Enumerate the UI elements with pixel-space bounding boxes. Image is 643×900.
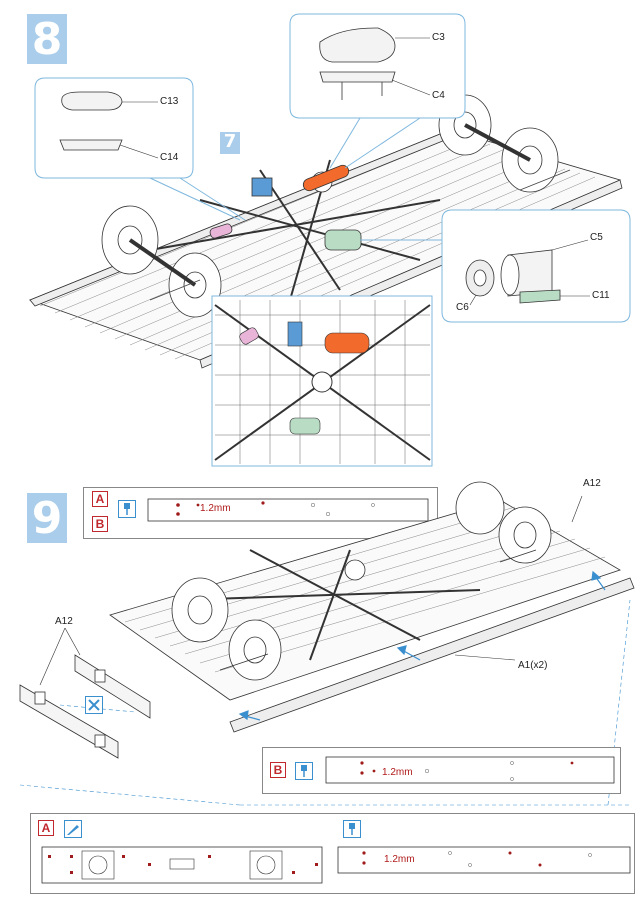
callout-c5: C5 <box>590 232 603 243</box>
callout-c14: C14 <box>160 152 179 163</box>
detail-a-panel <box>30 813 635 894</box>
marker-a-bottom: A <box>38 820 54 836</box>
drill-icon <box>118 500 136 518</box>
drill-size-label-a: 1.2mm <box>384 854 415 865</box>
marker-b: B <box>92 516 108 532</box>
step-9-badge: 9 <box>27 493 67 544</box>
sub-step-7-label: 7 <box>223 131 237 152</box>
callout-c11: C11 <box>592 290 610 301</box>
step-9-chassis-drawing <box>19 481 635 806</box>
part-a12-left: A12 <box>55 616 73 627</box>
callout-c3: C3 <box>432 32 445 43</box>
callout-c6: C6 <box>456 302 469 313</box>
step-9-detail-panel <box>83 487 438 539</box>
part-a1: A1(x2) <box>518 660 548 671</box>
drill-icon-a <box>343 820 361 838</box>
drill-size-label: 1.2mm <box>200 503 231 514</box>
drill-icon-b <box>295 762 313 780</box>
step-8-chassis-drawing <box>28 13 631 467</box>
callout-c13: C13 <box>160 96 179 107</box>
step-8-badge: 8 <box>27 14 67 65</box>
drill-size-label-b: 1.2mm <box>382 767 413 778</box>
marker-a: A <box>92 491 108 507</box>
marker-b-bottom: B <box>270 762 286 778</box>
part-a12-top: A12 <box>583 478 601 489</box>
detail-b-panel <box>262 747 621 794</box>
mirror-arrows-icon <box>85 696 103 714</box>
knife-icon <box>64 820 82 838</box>
callout-c4: C4 <box>432 90 445 101</box>
